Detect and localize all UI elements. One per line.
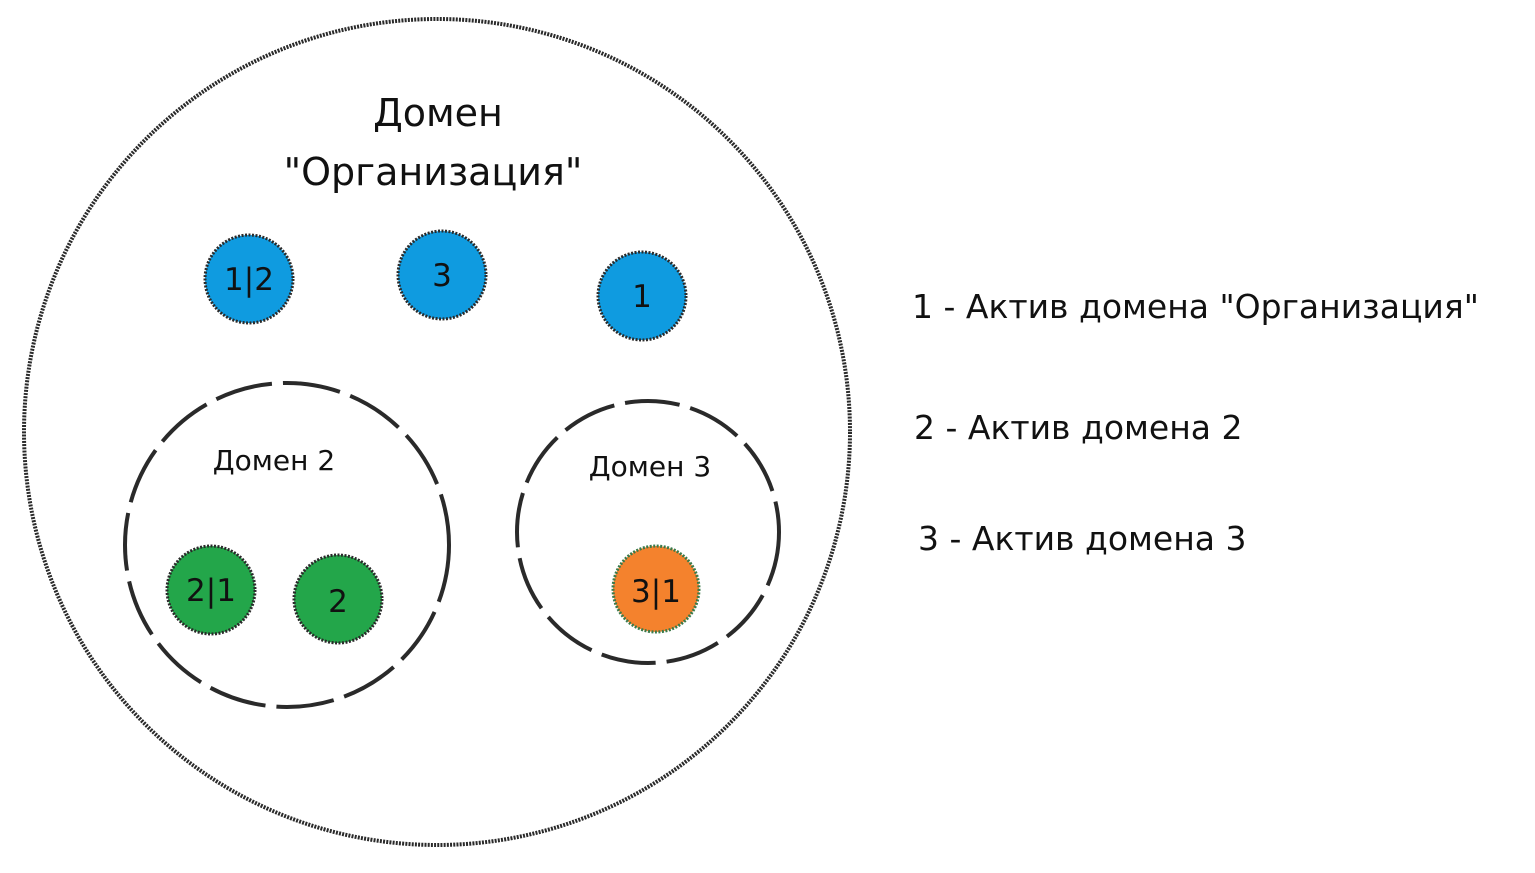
asset-circle (396, 229, 488, 321)
domain3-title: Домен 3 (589, 450, 711, 483)
domain2-title: Домен 2 (213, 444, 335, 477)
org-domain-title-line1: Домен (373, 91, 503, 135)
domain3-circle (515, 399, 781, 665)
asset-org-1: 1 (596, 250, 688, 342)
asset-label: 3 (432, 258, 452, 294)
asset-circle (292, 553, 384, 645)
asset-domain2-2: 2 (292, 553, 384, 645)
asset-circle (611, 544, 701, 634)
asset-circle (596, 250, 688, 342)
asset-org-1-2: 1|2 (203, 233, 295, 325)
asset-domain3-3-1: 3|1 (611, 544, 701, 634)
asset-org-3: 3 (396, 229, 488, 321)
asset-label: 2|1 (186, 573, 236, 609)
asset-circle (203, 233, 295, 325)
legend-item-1: 1 - Актив домена "Организация" (912, 287, 1479, 326)
domain2-circle (123, 381, 451, 709)
asset-domain2-2-1: 2|1 (165, 544, 257, 636)
asset-label: 2 (328, 584, 348, 620)
asset-label: 1 (632, 279, 652, 315)
asset-label: 3|1 (631, 574, 681, 610)
legend-item-3: 3 - Актив домена 3 (918, 519, 1247, 558)
org-domain-circle (22, 17, 852, 847)
asset-circle (165, 544, 257, 636)
asset-label: 1|2 (224, 262, 274, 298)
org-domain-title-line2: "Организация" (284, 150, 583, 194)
legend-item-2: 2 - Актив домена 2 (914, 408, 1243, 447)
